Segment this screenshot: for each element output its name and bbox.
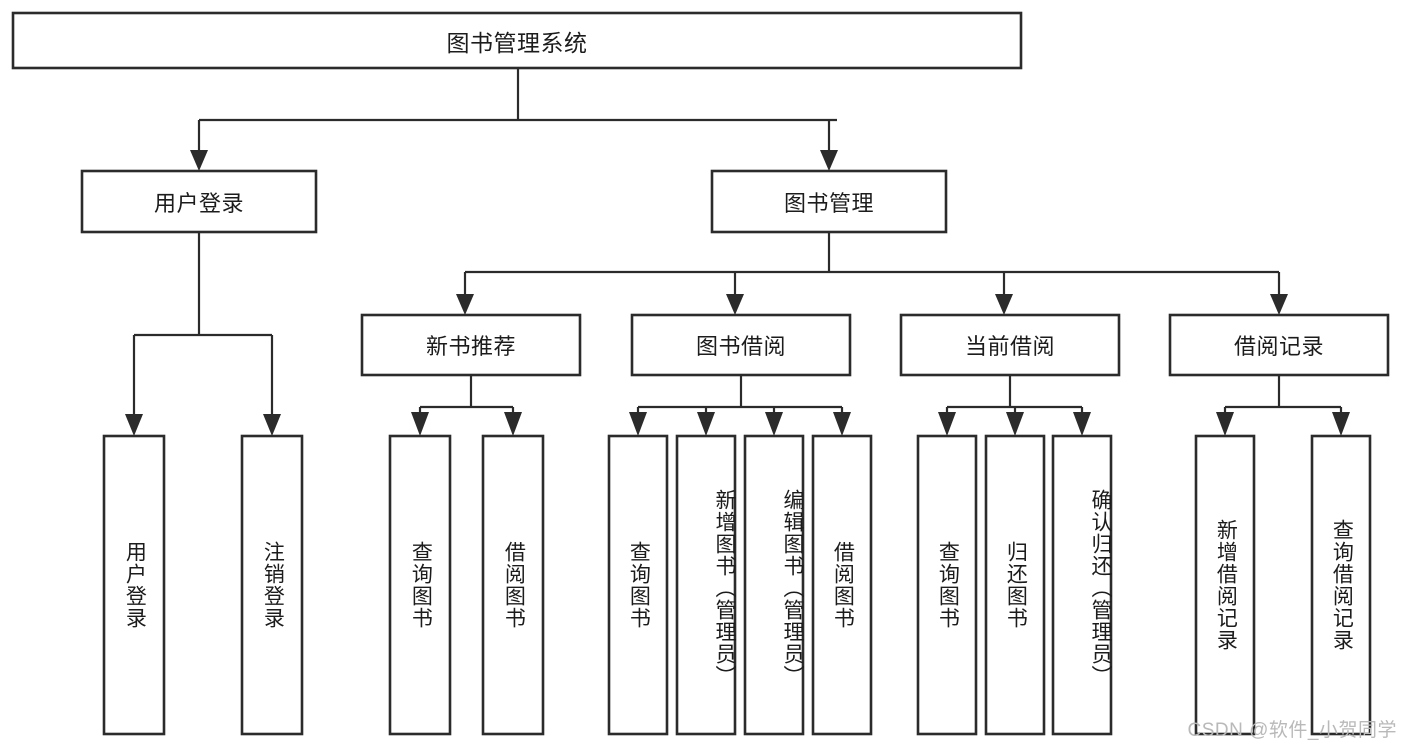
node-box-book-borrow[interactable] <box>630 313 852 377</box>
node-box-root[interactable] <box>11 11 1023 70</box>
node-box-leaf-query-book-3[interactable] <box>916 434 978 736</box>
edge-borrow-record-to-leaves <box>1216 375 1350 436</box>
node-box-leaf-query-book-2[interactable] <box>607 434 669 736</box>
node-box-leaf-add-book-admin[interactable] <box>675 434 737 736</box>
node-box-current-borrow[interactable] <box>899 313 1121 377</box>
node-box-leaf-return-book[interactable] <box>984 434 1046 736</box>
edge-book-borrow-to-leaves <box>629 375 851 436</box>
node-box-leaf-logout[interactable] <box>240 434 304 736</box>
node-box-book-manage[interactable] <box>710 169 948 234</box>
edge-new-book-rec-to-leaves <box>411 375 522 436</box>
node-box-leaf-query-book-1[interactable] <box>388 434 452 736</box>
node-box-borrow-record[interactable] <box>1168 313 1390 377</box>
edge-user-login-to-leaves <box>125 232 281 436</box>
node-box-user-login[interactable] <box>80 169 318 234</box>
node-box-leaf-edit-book-admin[interactable] <box>743 434 805 736</box>
node-box-leaf-user-login[interactable] <box>102 434 166 736</box>
node-box-leaf-borrow-book-2[interactable] <box>811 434 873 736</box>
node-box-leaf-add-borrow-record[interactable] <box>1194 434 1256 736</box>
edge-root-to-level2 <box>190 68 838 171</box>
edge-book-manage-to-level3 <box>456 232 1288 315</box>
csdn-watermark: CSDN @软件_小贺同学 <box>1187 720 1397 741</box>
node-box-leaf-query-borrow-record[interactable] <box>1310 434 1372 736</box>
node-box-new-book-rec[interactable] <box>360 313 582 377</box>
node-box-leaf-confirm-return-admin[interactable] <box>1051 434 1113 736</box>
edge-current-borrow-to-leaves <box>938 375 1091 436</box>
node-box-leaf-borrow-book-1[interactable] <box>481 434 545 736</box>
